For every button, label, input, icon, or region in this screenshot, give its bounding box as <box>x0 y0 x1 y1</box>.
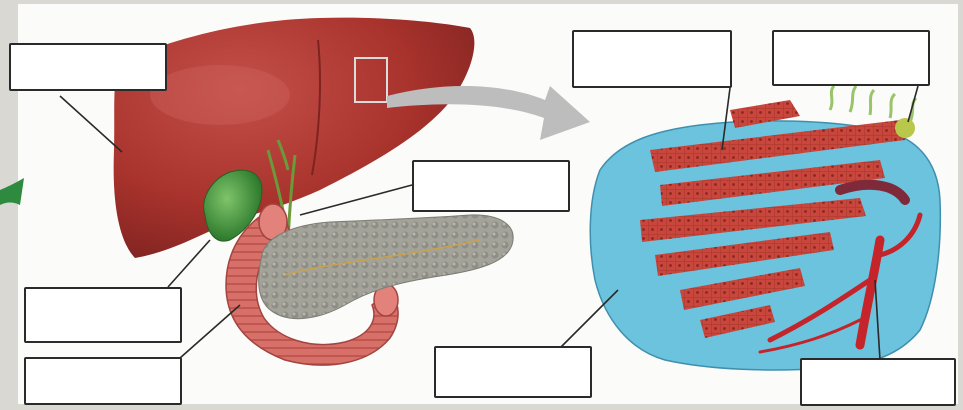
label-box-liver[interactable] <box>9 43 167 91</box>
label-box-pancreas[interactable] <box>412 160 570 212</box>
label-box-hepatocyte-plates[interactable] <box>572 30 732 88</box>
label-box-sinusoid[interactable] <box>434 346 592 398</box>
bile-duct-cluster <box>895 118 915 138</box>
label-box-hepatic-artery[interactable] <box>800 358 956 406</box>
label-box-bile-ductule[interactable] <box>772 30 930 86</box>
label-box-duodenum[interactable] <box>24 357 182 405</box>
label-box-gallbladder[interactable] <box>24 287 182 343</box>
liver-sheen <box>150 65 290 125</box>
